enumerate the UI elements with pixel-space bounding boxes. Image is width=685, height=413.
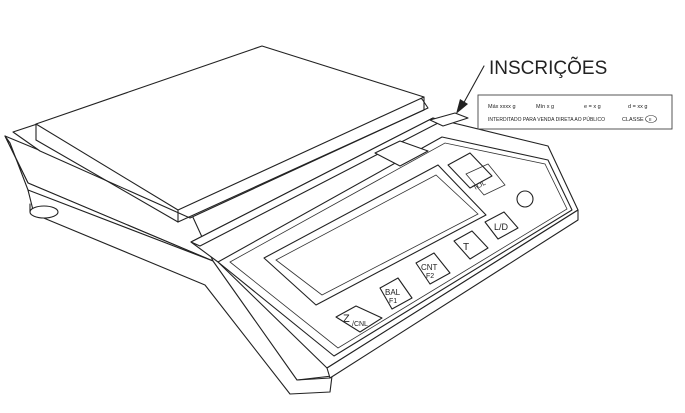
f2-key-label: F2: [426, 273, 434, 280]
status-window: [447, 152, 493, 189]
onoff-key[interactable]: L/D: [484, 211, 519, 240]
console-base-face: [326, 209, 579, 379]
bal-key-label: BAL: [385, 288, 401, 297]
display-window-inner: [275, 174, 479, 296]
tare-key-label: T: [463, 242, 469, 253]
plate-max-capacity: Máx xxxx g: [488, 104, 516, 110]
cnl-key-label: /CNL: [352, 321, 368, 328]
f1-key-label: F1: [389, 298, 397, 305]
scale-base-strip: [27, 189, 333, 395]
plate-division: d = xx g: [628, 104, 647, 110]
plate-class-mark: II: [649, 117, 652, 122]
inscription-callout-label: INSCRIÇÕES: [489, 57, 607, 79]
console-top-window: [374, 140, 429, 167]
plate-class-label: CLASSE: [622, 117, 644, 123]
callout-arrow: [456, 65, 485, 114]
scale-foot-left: [29, 205, 59, 219]
cnt-key-label: CNT: [421, 263, 438, 272]
plate-min-capacity: Mín x g: [536, 104, 554, 110]
onoff-key-label: L/D: [494, 222, 509, 232]
zero-key-label: Z: [343, 313, 350, 325]
display-window-outer: [263, 164, 487, 306]
level-indicator: [516, 190, 534, 208]
plate-class-mark-oval: [645, 115, 657, 123]
zero-cnl-key[interactable]: Z /CNL: [335, 305, 383, 333]
plate-verification-interval: e = x g: [584, 104, 601, 110]
console-inner-bezel: [229, 142, 568, 349]
inscription-plate: Máx xxxx g Mín x g e = x g d = xx g INTE…: [477, 94, 673, 130]
cnt-f2-key[interactable]: CNT F2: [415, 252, 451, 285]
inscription-location: [429, 112, 469, 127]
plate-notice: INTERDITADO PARA VENDA DIRETA AO PÚBLICO: [488, 116, 605, 123]
bal-f1-key[interactable]: BAL F1: [379, 277, 413, 310]
tare-key[interactable]: T: [453, 230, 489, 260]
